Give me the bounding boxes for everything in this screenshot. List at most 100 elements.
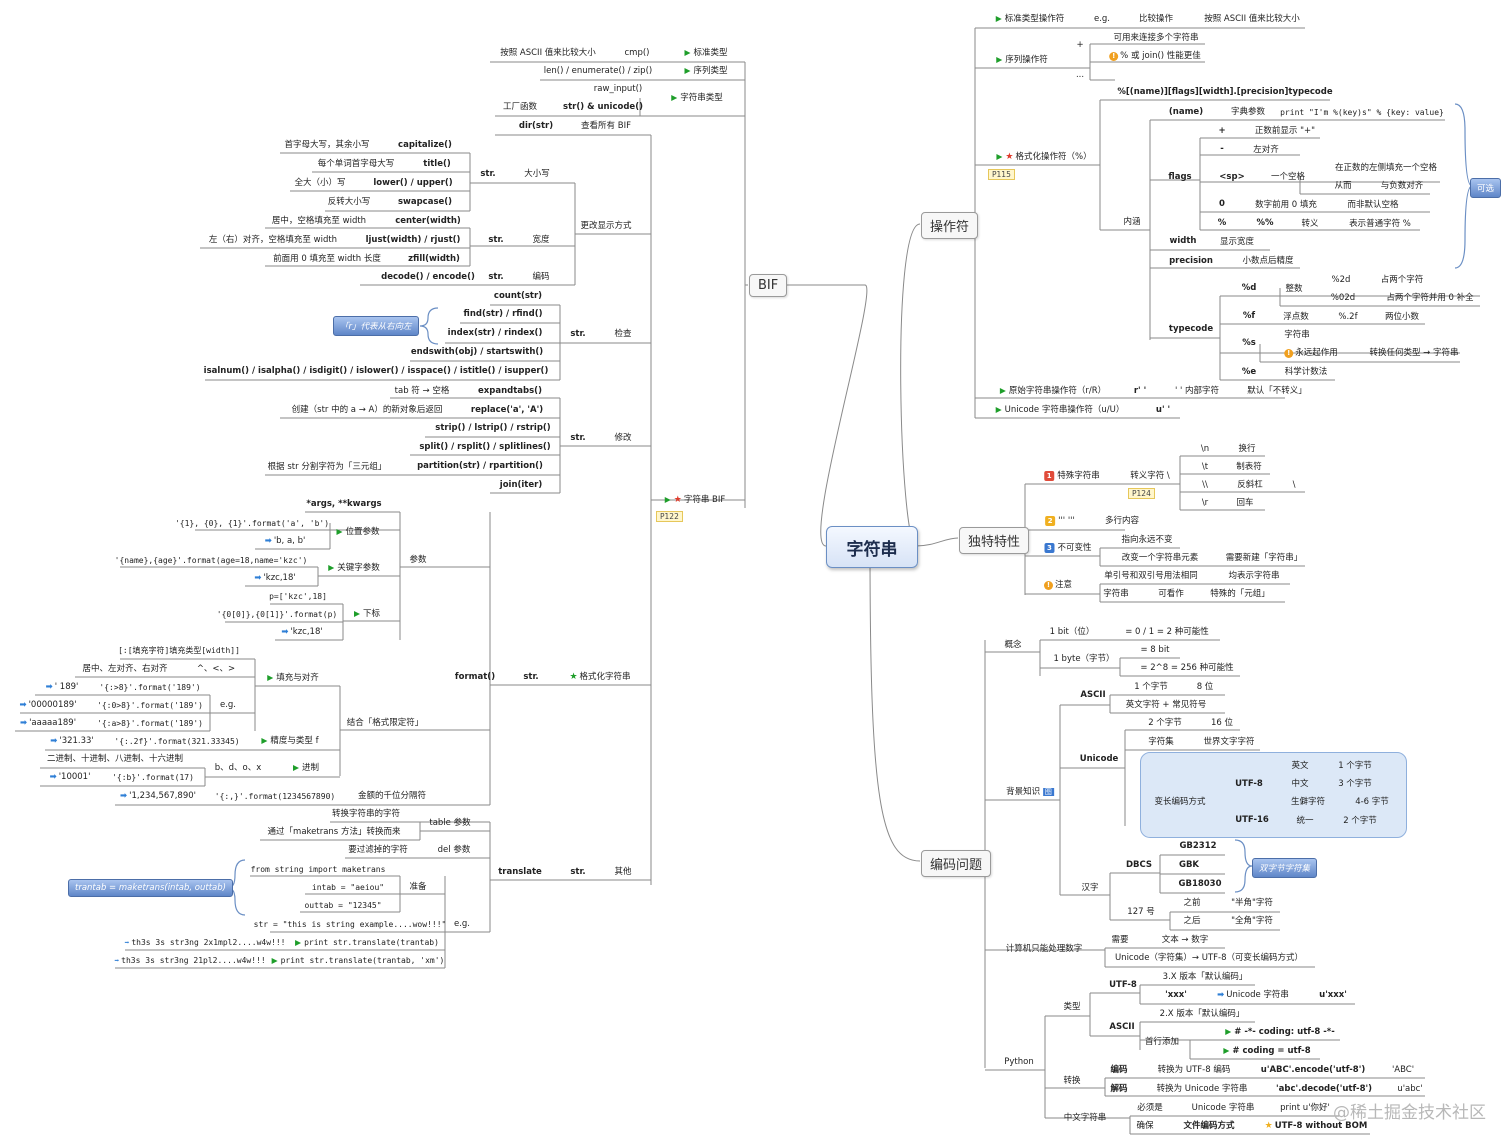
enc-head: 首行添加 xyxy=(1144,1037,1180,1047)
tag-text: 关键字参数 xyxy=(337,563,380,573)
flag-icon xyxy=(353,610,360,617)
enc-dbcs: DBCS xyxy=(1125,860,1153,870)
warning-icon: ! xyxy=(1043,581,1053,590)
tag-text: 序列类型 xyxy=(693,66,728,76)
enc-h2: # coding = utf-8 xyxy=(1223,1046,1311,1057)
op-fmt-zero-d2: 而非默认空格 xyxy=(1347,200,1399,210)
op-fmt-f: %f xyxy=(1242,311,1256,321)
ex2-res: ➡'00000189' xyxy=(19,700,76,711)
arrow-icon: ➡ xyxy=(124,938,130,947)
trans-prefix: str. xyxy=(570,867,586,877)
op-fmt-zero: 0 xyxy=(1219,199,1225,209)
res-text: '1,234,567,890' xyxy=(129,791,196,801)
uq-esc-n-d: 换行 xyxy=(1238,444,1256,454)
op-fmt-d1-d: 占两个字符 xyxy=(1380,275,1424,285)
width-prefix: str. xyxy=(488,235,504,245)
enc-dec-d: 转换为 Unicode 字符串 xyxy=(1156,1084,1248,1094)
codec-prefix: str. xyxy=(488,272,504,282)
swapcase-fn: swapcase() xyxy=(397,197,453,207)
param-group: 参数 xyxy=(409,555,427,565)
branch-operator[interactable]: 操作符 xyxy=(921,212,979,239)
trans-table: table 参数 xyxy=(429,818,471,828)
trans-imp: from string import maketrans xyxy=(250,865,386,874)
bg-badge: 图 xyxy=(1042,788,1054,796)
idx-ex: '{0[0]},{0[1]}'.format(p) xyxy=(216,610,338,619)
enc-byte: 1 byte（字节） xyxy=(1053,654,1115,664)
op-raw-tag: 原始字符串操作符（r/R） xyxy=(999,386,1106,397)
count-fn: count(str) xyxy=(493,291,543,301)
enc-py3-res: ➡Unicode 字符串 xyxy=(1217,990,1289,1001)
enc-bg: 背景知识 图 xyxy=(1006,787,1054,798)
op-fmt-name-ex: print "I'm %(key)s" % {key: value} xyxy=(1280,108,1444,117)
branch-unique[interactable]: 独特特性 xyxy=(959,527,1030,554)
op-fmt-d2: %02d xyxy=(1330,293,1356,303)
case-prefix: str. xyxy=(480,169,496,179)
enc-gbk: GBK xyxy=(1178,860,1200,870)
enc-en-d: 1 个字节 xyxy=(1338,761,1372,771)
star-icon: ★ xyxy=(1005,152,1014,162)
enc-hanzi: 汉字 xyxy=(1081,883,1099,893)
uq-esc-bs-d: 反斜杠 xyxy=(1237,480,1263,490)
cmp-fn: cmp() xyxy=(624,48,650,58)
flag-icon xyxy=(261,737,268,744)
isalnum-fn: isalnum() / isalpha() / isdigit() / islo… xyxy=(203,366,549,376)
op-seq-tag: 序列操作符 xyxy=(996,55,1048,66)
op-fmt-sp-d4: 与负数对齐 xyxy=(1380,181,1424,191)
flag-icon xyxy=(995,15,1002,22)
find-fn: find(str) / rfind() xyxy=(463,309,543,319)
trans-fn: translate xyxy=(498,867,542,877)
op-fmt-precision-d: 小数点后精度 xyxy=(1242,256,1294,266)
arrow-icon: ➡ xyxy=(19,718,28,728)
tag-text: 下标 xyxy=(362,609,381,619)
idx-res: ➡'kzc,18' xyxy=(281,627,322,638)
uq-text: 注意 xyxy=(1054,580,1073,590)
flag-icon xyxy=(996,153,1003,160)
op-fmt-note: P115 xyxy=(988,169,1015,180)
trans-del-desc: 要过滤掉的字符 xyxy=(348,845,408,855)
enc-zh-d: 3 个字节 xyxy=(1338,779,1372,789)
index-fn: index(str) / rindex() xyxy=(447,328,543,338)
trans-str: str = "this is string example....wow!!!" xyxy=(253,920,447,929)
op-fmt-pct: % xyxy=(1217,218,1227,228)
check-prefix: str. xyxy=(570,329,586,339)
enc-utf8: UTF-8 xyxy=(1235,779,1263,789)
op-fmt-pct-d2: 表示普通字符 % xyxy=(1349,219,1411,229)
enc-uni2: 字符集 xyxy=(1148,737,1174,747)
std-type-tag: 标准类型 xyxy=(684,48,728,59)
branch-bif[interactable]: BIF xyxy=(749,274,788,297)
op-fmt-callout: 可选 xyxy=(1470,178,1502,198)
trans-del: del 参数 xyxy=(437,845,471,855)
res-text: 'kzc,18' xyxy=(290,627,323,637)
op-fmt-syntax: %[(name)][flags][width].[precision]typec… xyxy=(1117,87,1333,97)
enc-uni1: 2 个字节 xyxy=(1148,718,1182,728)
root-node[interactable]: 字符串 xyxy=(826,526,918,568)
op-fmt-d1: %2d xyxy=(1331,275,1351,285)
trans-intab: intab = "aeiou" xyxy=(311,883,385,892)
res-text: '00000189' xyxy=(28,700,77,710)
code-text: # -*- coding: utf-8 -*- xyxy=(1234,1027,1335,1037)
branch-encoding[interactable]: 编码问题 xyxy=(921,850,992,877)
flag-icon xyxy=(684,67,691,74)
enc-byte-d: = 8 bit xyxy=(1140,645,1170,655)
res-text: Unicode 字符串 xyxy=(1226,990,1289,1000)
len-fn: len() / enumerate() / zip() xyxy=(543,66,653,76)
warn-text: % 或 join() 性能更佳 xyxy=(1120,51,1201,61)
enc-type: 类型 xyxy=(1063,1002,1081,1012)
trans-t1: 转换字符串的字符 xyxy=(331,809,401,819)
star-icon: ★ xyxy=(1264,1121,1273,1131)
trans-c1: print str.translate(trantab) xyxy=(295,937,439,948)
op-fmt-zero-d: 数字前用 0 填充 xyxy=(1255,200,1317,210)
arrow-icon: ➡ xyxy=(120,791,128,801)
align-tag: 填充与对齐 xyxy=(267,673,319,684)
enc-need-d: 文本 → 数字 xyxy=(1161,935,1209,945)
op-seq-warn: !% 或 join() 性能更佳 xyxy=(1109,51,1201,62)
flag-icon xyxy=(1223,1047,1230,1054)
op-uni-tag: Unicode 字符串操作符（u/U） xyxy=(995,405,1124,416)
title-desc: 每个单词首字母大写 xyxy=(317,159,395,169)
bg-text: 背景知识 xyxy=(1006,787,1041,797)
res-text: 'aaaaa189' xyxy=(29,718,77,728)
res-text: 'kzc,18' xyxy=(263,573,296,583)
enc-after: 之后 xyxy=(1183,916,1201,926)
raw-input: raw_input() xyxy=(593,84,643,94)
